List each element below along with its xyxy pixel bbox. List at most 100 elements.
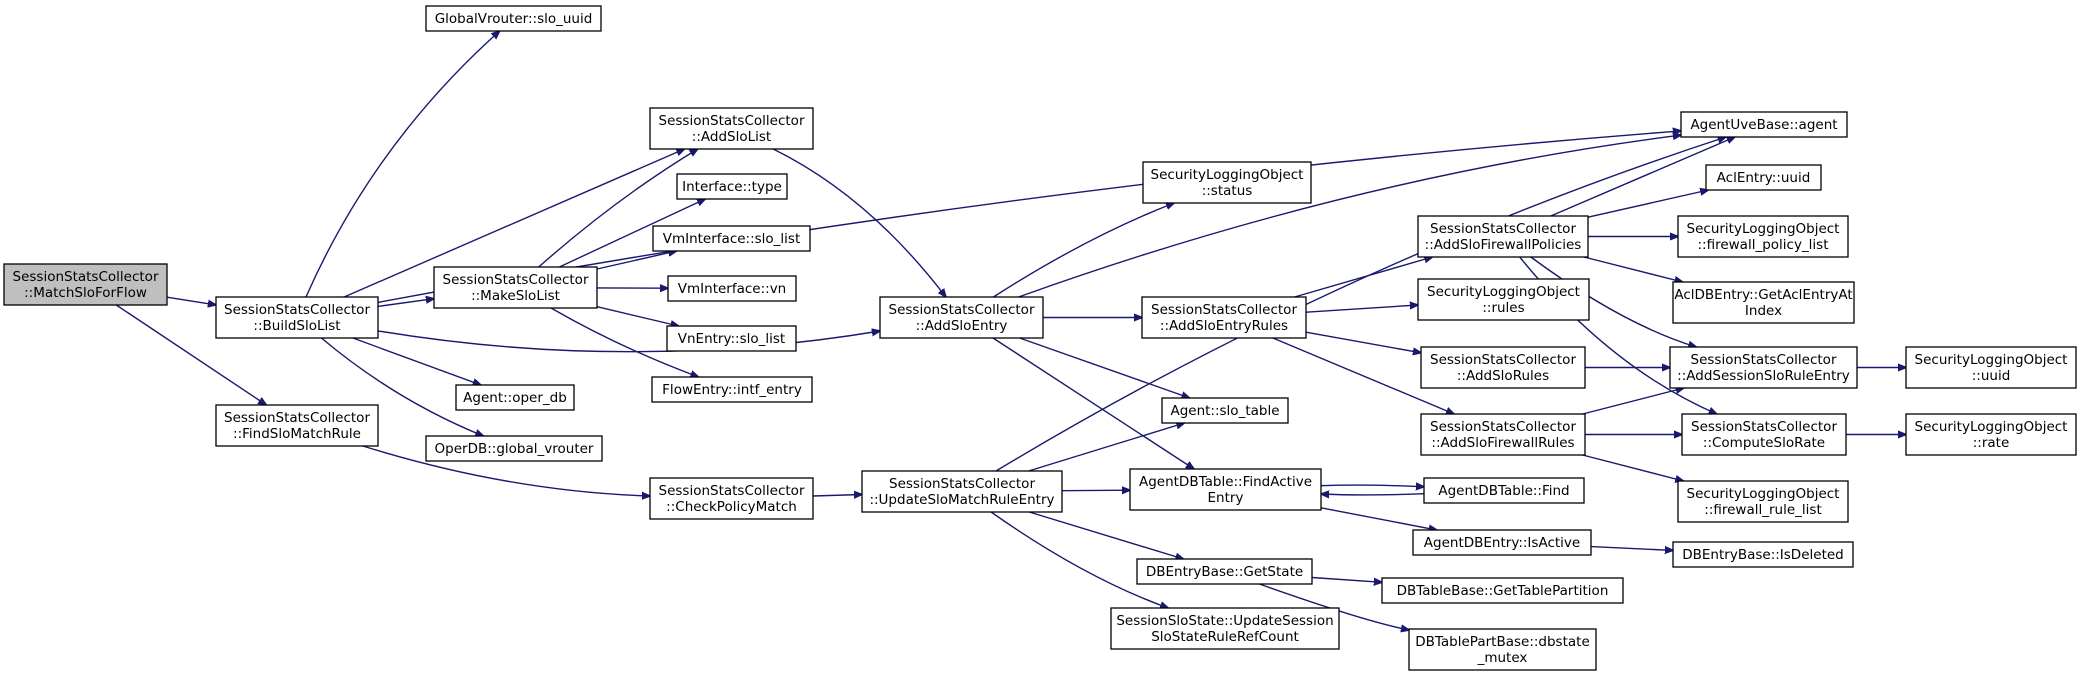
node-vminterface-vn[interactable]: VmInterface::vn xyxy=(667,275,797,302)
node-security-logging-uuid[interactable]: SecurityLoggingObject::uuid xyxy=(1905,346,2077,389)
node-box xyxy=(1129,468,1322,511)
node-check-policy-match[interactable]: SessionStatsCollector::CheckPolicyMatch xyxy=(649,477,814,520)
node-label-line: VnEntry::slo_list xyxy=(678,331,785,347)
node-session-slo-state-update[interactable]: SessionSloState::UpdateSessionSloStateRu… xyxy=(1110,607,1340,650)
node-security-logging-firewall-policy-list[interactable]: SecurityLoggingObject::firewall_policy_l… xyxy=(1677,215,1849,258)
node-label-line: SessionStatsCollector xyxy=(659,483,805,499)
node-label-line: Agent::slo_table xyxy=(1170,403,1279,419)
node-global-vrouter-slo-uuid[interactable]: GlobalVrouter::slo_uuid xyxy=(425,5,602,32)
node-label-line: AgentDBTable::FindActive xyxy=(1139,474,1312,490)
node-label-line: SloStateRuleRefCount xyxy=(1151,629,1299,645)
node-label-line: FlowEntry::intf_entry xyxy=(662,382,802,398)
edge-match_slo_for_flow-to-build_slo_list xyxy=(166,296,216,305)
node-interface-type[interactable]: Interface::type xyxy=(676,173,788,200)
node-add-slo-firewall-policies[interactable]: SessionStatsCollector::AddSloFirewallPol… xyxy=(1417,215,1589,258)
node-box xyxy=(1677,480,1849,523)
node-label-line: ::rules xyxy=(1482,300,1524,316)
node-label-line: DBEntryBase::GetState xyxy=(1146,564,1303,580)
edge-build_slo_list-to-agent_oper_db xyxy=(352,337,481,385)
node-label-line: SessionStatsCollector xyxy=(889,302,1035,318)
node-dbtablebase-get-table-partition[interactable]: DBTableBase::GetTablePartition xyxy=(1381,577,1624,604)
node-label-line: SessionSloState::UpdateSession xyxy=(1116,613,1333,629)
node-label-line: ::uuid xyxy=(1972,368,2011,384)
edge-add_slo_firewall_policies-to-aclentry_uuid xyxy=(1587,190,1708,218)
node-add-slo-firewall-rules[interactable]: SessionStatsCollector::AddSloFirewallRul… xyxy=(1420,413,1586,456)
node-add-slo-rules[interactable]: SessionStatsCollector::AddSloRules xyxy=(1420,346,1586,389)
node-box xyxy=(215,404,379,447)
edge-find_slo_match_rule-to-check_policy_match xyxy=(362,445,650,496)
node-update-slo-match-rule-entry[interactable]: SessionStatsCollector::UpdateSloMatchRul… xyxy=(861,470,1063,513)
node-label-line: SessionStatsCollector xyxy=(1430,419,1576,435)
edge-check_policy_match-to-update_slo_match_rule_entry xyxy=(812,495,862,497)
node-agentdbentry-is-active[interactable]: AgentDBEntry::IsActive xyxy=(1412,529,1592,556)
edge-update_slo_match_rule_entry-to-agentuvebase_agent xyxy=(995,137,1726,472)
node-label-line: AgentDBEntry::IsActive xyxy=(1424,535,1580,551)
node-add-slo-list[interactable]: SessionStatsCollector::AddSloList xyxy=(649,107,814,150)
node-box xyxy=(1905,346,2077,389)
edge-build_slo_list-to-global_vrouter_slo_uuid xyxy=(305,31,500,298)
node-label-line: AgentUveBase::agent xyxy=(1690,117,1837,133)
node-aclentry-uuid[interactable]: AclEntry::uuid xyxy=(1705,164,1822,191)
node-build-slo-list[interactable]: SessionStatsCollector::BuildSloList xyxy=(215,296,379,339)
node-box xyxy=(649,477,814,520)
node-agent-slo-table[interactable]: Agent::slo_table xyxy=(1161,397,1289,424)
node-flowentry-intf-entry[interactable]: FlowEntry::intf_entry xyxy=(651,376,813,403)
node-label-line: SessionStatsCollector xyxy=(889,476,1035,492)
node-vminterface-slo-list[interactable]: VmInterface::slo_list xyxy=(652,225,811,252)
node-agentdbtable-find[interactable]: AgentDBTable::Find xyxy=(1423,477,1585,504)
node-layer: SessionStatsCollector::MatchSloForFlowSe… xyxy=(3,5,2077,671)
edge-make_slo_list-to-flowentry_intf_entry xyxy=(550,307,699,377)
node-add-slo-entry[interactable]: SessionStatsCollector::AddSloEntry xyxy=(879,296,1044,339)
edge-update_slo_match_rule_entry-to-dbentrybase_get_state xyxy=(1029,511,1183,559)
node-label-line: SessionStatsCollector xyxy=(1691,352,1837,368)
node-agentuvebase-agent[interactable]: AgentUveBase::agent xyxy=(1680,111,1848,138)
node-dbentrybase-is-deleted[interactable]: DBEntryBase::IsDeleted xyxy=(1672,541,1854,568)
node-box xyxy=(1420,346,1586,389)
node-label-line: ::firewall_policy_list xyxy=(1697,237,1828,253)
node-box xyxy=(1420,413,1586,456)
node-label-line: ::AddSloEntry xyxy=(916,318,1008,334)
node-match-slo-for-flow[interactable]: SessionStatsCollector::MatchSloForFlow xyxy=(3,263,168,306)
node-compute-slo-rate[interactable]: SessionStatsCollector::ComputeSloRate xyxy=(1681,413,1847,456)
node-operdb-global-vrouter[interactable]: OperDB::global_vrouter xyxy=(425,435,603,462)
edge-add_slo_firewall_policies-to-agentuvebase_agent xyxy=(1550,137,1735,217)
node-dbentrybase-get-state[interactable]: DBEntryBase::GetState xyxy=(1136,558,1313,585)
node-add-slo-entry-rules[interactable]: SessionStatsCollector::AddSloEntryRules xyxy=(1141,296,1307,339)
node-label-line: ::FindSloMatchRule xyxy=(233,426,361,442)
node-label-line: SecurityLoggingObject xyxy=(1915,419,2068,435)
edge-add_slo_entry_rules-to-security_logging_rules xyxy=(1305,305,1418,313)
edge-add_slo_entry-to-agentdbtable_find_active_entry xyxy=(992,337,1194,469)
node-box xyxy=(1423,477,1585,504)
node-label-line: SecurityLoggingObject xyxy=(1687,486,1840,502)
node-label-line: Agent::oper_db xyxy=(463,390,567,406)
node-box xyxy=(1905,413,2077,456)
node-box xyxy=(1408,628,1597,671)
node-security-logging-rules[interactable]: SecurityLoggingObject::rules xyxy=(1417,278,1590,321)
node-security-logging-rate[interactable]: SecurityLoggingObject::rate xyxy=(1905,413,2077,456)
node-dbtablepartbase-dbstate-mutex[interactable]: DBTablePartBase::dbstate_mutex xyxy=(1408,628,1597,671)
node-vnentry-slo-list[interactable]: VnEntry::slo_list xyxy=(666,325,797,352)
node-label-line: ::AddSloFirewallPolicies xyxy=(1425,237,1582,253)
node-label-line: AclDBEntry::GetAclEntryAt xyxy=(1674,287,1852,303)
node-box xyxy=(1412,529,1592,556)
node-label-line: SecurityLoggingObject xyxy=(1427,284,1580,300)
node-box xyxy=(1681,413,1847,456)
edge-layer xyxy=(115,31,1906,630)
node-box xyxy=(1141,296,1307,339)
node-make-slo-list[interactable]: SessionStatsCollector::MakeSloList xyxy=(433,266,598,309)
edge-build_slo_list-to-add_slo_list xyxy=(343,149,684,298)
node-security-logging-firewall-rule-list[interactable]: SecurityLoggingObject::firewall_rule_lis… xyxy=(1677,480,1849,523)
node-find-slo-match-rule[interactable]: SessionStatsCollector::FindSloMatchRule xyxy=(215,404,379,447)
node-security-logging-status[interactable]: SecurityLoggingObject::status xyxy=(1142,161,1312,204)
node-add-session-slo-rule-entry[interactable]: SessionStatsCollector::AddSessionSloRule… xyxy=(1669,346,1858,389)
node-agent-oper-db[interactable]: Agent::oper_db xyxy=(455,384,575,411)
node-label-line: _mutex xyxy=(1477,650,1528,666)
node-box xyxy=(666,325,797,352)
node-label-line: SessionStatsCollector xyxy=(224,302,370,318)
node-label-line: AclEntry::uuid xyxy=(1717,170,1811,186)
edge-agentdbtable_find_active_entry-to-agentdbtable_find xyxy=(1320,485,1424,487)
edge-agentdbtable_find-to-agentdbtable_find_active_entry xyxy=(1321,494,1425,495)
